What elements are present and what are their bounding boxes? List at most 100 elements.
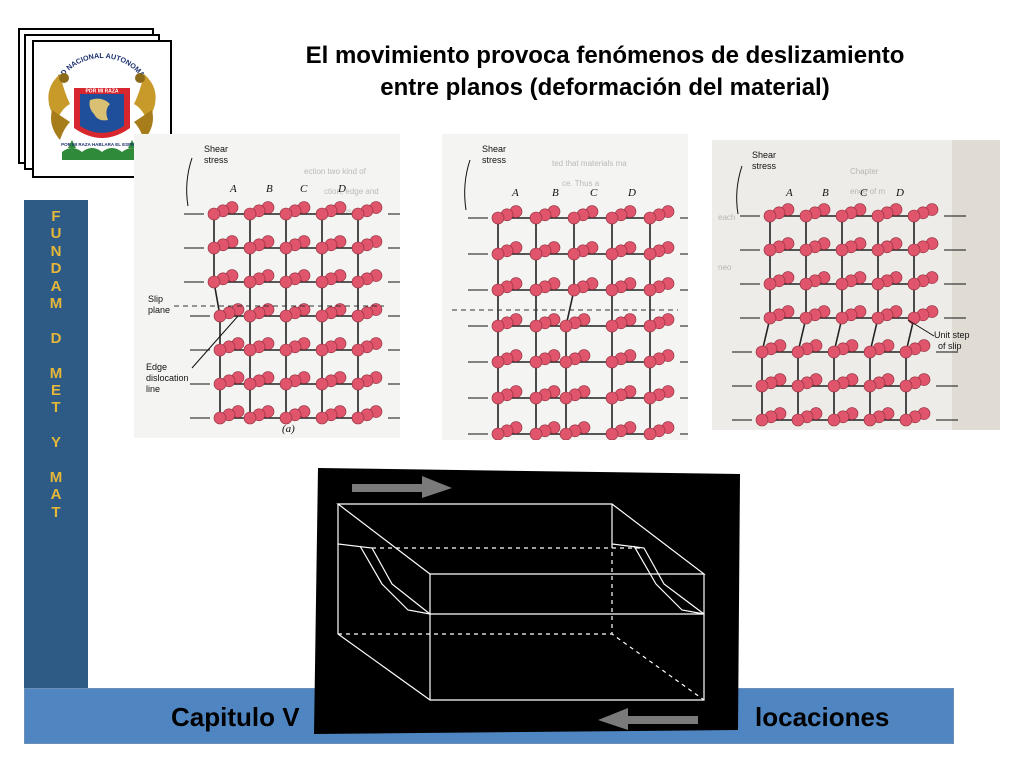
banner-letter — [24, 417, 88, 434]
svg-text:Chapter: Chapter — [850, 167, 879, 176]
atom — [213, 377, 227, 391]
svg-text:POR MI RAZA: POR MI RAZA — [85, 89, 118, 95]
atom — [243, 207, 257, 221]
atom — [529, 211, 543, 225]
banner-letter: E — [50, 381, 61, 399]
banner-letter: F — [51, 208, 61, 225]
col-label-a: A — [511, 187, 519, 199]
slide-title: El movimiento provoca fenómenos de desli… — [210, 40, 1000, 104]
atom — [315, 411, 329, 425]
banner-letter: M — [49, 468, 63, 486]
banner-letter — [24, 451, 88, 468]
atom — [567, 211, 581, 225]
atom — [315, 207, 329, 221]
atom — [351, 309, 365, 323]
banner-letter: A — [50, 486, 62, 504]
slide-title-line-2: entre planos (deformación del material) — [380, 74, 830, 101]
atom — [755, 413, 769, 427]
atom — [491, 283, 505, 297]
atom — [871, 277, 885, 291]
atom — [799, 277, 813, 291]
svg-text:each: each — [718, 213, 735, 222]
atom — [899, 345, 913, 359]
atom — [907, 311, 921, 325]
atom — [763, 209, 777, 223]
stress-label: stress — [204, 155, 229, 165]
atom — [529, 283, 543, 297]
col-label-a: A — [785, 187, 793, 199]
atom — [351, 411, 365, 425]
svg-text:ted that materials ma: ted that materials ma — [552, 159, 627, 168]
atom — [529, 247, 543, 261]
shear-label: Shear — [482, 144, 506, 154]
figure-caption: (a) — [282, 423, 295, 435]
atom — [315, 377, 329, 391]
svg-text:ction, edge and: ction, edge and — [324, 187, 379, 196]
lattice-figure-1: ection two kind of ction, edge and Thus … — [134, 134, 400, 438]
banner-letter: A — [50, 277, 62, 295]
slip-label: Slip — [148, 294, 163, 304]
atom — [763, 277, 777, 291]
atom — [871, 311, 885, 325]
atom — [491, 211, 505, 225]
atom — [643, 427, 657, 440]
col-label-c: C — [590, 187, 598, 199]
atom — [279, 207, 293, 221]
col-label-d: D — [895, 187, 904, 199]
atom — [351, 207, 365, 221]
atom — [491, 391, 505, 405]
atom — [871, 209, 885, 223]
atom — [279, 343, 293, 357]
side-banner: F U N D A M D M E T Y M A T — [24, 200, 88, 688]
atom — [799, 243, 813, 257]
atom — [827, 379, 841, 393]
col-label-b: B — [266, 183, 273, 195]
banner-letter — [24, 312, 88, 329]
figure-edge-dislocation: ection two kind of ction, edge and Thus … — [134, 134, 400, 438]
atom — [605, 319, 619, 333]
stress-label: stress — [752, 161, 777, 171]
atom — [899, 379, 913, 393]
atom — [835, 243, 849, 257]
atom — [351, 343, 365, 357]
slide-title-line-1: El movimiento provoca fenómenos de desli… — [305, 42, 905, 69]
slip-block-drawing — [314, 468, 740, 734]
atom — [827, 413, 841, 427]
logo-motto: POR MI RAZA HABLARA EL ESPIRITU — [61, 142, 143, 147]
atom — [213, 411, 227, 425]
atom — [315, 275, 329, 289]
atom — [755, 345, 769, 359]
col-label-b: B — [552, 187, 559, 199]
atom — [863, 413, 877, 427]
banner-letter — [24, 347, 88, 364]
atom — [243, 411, 257, 425]
atom — [529, 319, 543, 333]
banner-letter: T — [51, 399, 61, 417]
atom — [279, 241, 293, 255]
dislocation-label: dislocation — [146, 373, 189, 383]
atom — [279, 411, 293, 425]
atom — [605, 391, 619, 405]
figure-unit-step-slip: Chapter ence of m each neo Shear stress … — [712, 140, 1000, 430]
atom — [835, 209, 849, 223]
atom — [243, 377, 257, 391]
of-slip-label: of slip — [938, 341, 962, 351]
atom — [567, 247, 581, 261]
atom — [243, 241, 257, 255]
atom — [491, 427, 505, 440]
banner-letter: U — [50, 225, 62, 243]
atom — [351, 241, 365, 255]
col-label-a: A — [229, 183, 237, 195]
atom — [213, 309, 227, 323]
unam-logo: UNIVERSIDAD NACIONAL AUTONOMA DE MEXICO … — [18, 28, 172, 178]
atom — [351, 377, 365, 391]
banner-letter: M — [49, 364, 63, 382]
stress-label: stress — [482, 155, 507, 165]
atom — [863, 379, 877, 393]
atom — [207, 207, 221, 221]
figure-dislocation-moving: ted that materials ma ce. Thus a Shear s… — [442, 134, 688, 440]
atom — [643, 319, 657, 333]
atom — [763, 311, 777, 325]
col-label-d: D — [337, 183, 346, 195]
chapter-title-right: locaciones — [755, 702, 890, 732]
